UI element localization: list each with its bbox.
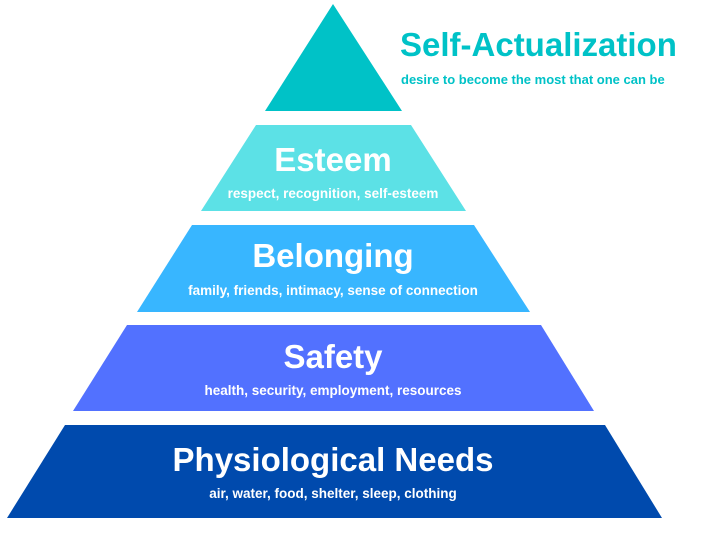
level-esteem-shape xyxy=(201,125,466,211)
level-self-actualization-shape xyxy=(265,4,402,111)
edge-artifact: ) xyxy=(0,478,1,504)
self-actualization-title: Self-Actualization xyxy=(400,26,677,63)
level-physiological-shape xyxy=(7,425,662,518)
belonging-title: Belonging xyxy=(252,237,414,274)
belonging-subtitle: family, friends, intimacy, sense of conn… xyxy=(188,283,478,298)
physiological-title: Physiological Needs xyxy=(172,441,494,478)
level-belonging-shape xyxy=(137,225,530,312)
self-actualization-subtitle: desire to become the most that one can b… xyxy=(401,72,665,87)
level-safety-shape xyxy=(73,325,594,411)
safety-subtitle: health, security, employment, resources xyxy=(204,383,462,398)
safety-title: Safety xyxy=(283,338,383,375)
esteem-title: Esteem xyxy=(274,141,392,178)
esteem-subtitle: respect, recognition, self-esteem xyxy=(227,186,439,201)
physiological-subtitle: air, water, food, shelter, sleep, clothi… xyxy=(209,486,457,501)
